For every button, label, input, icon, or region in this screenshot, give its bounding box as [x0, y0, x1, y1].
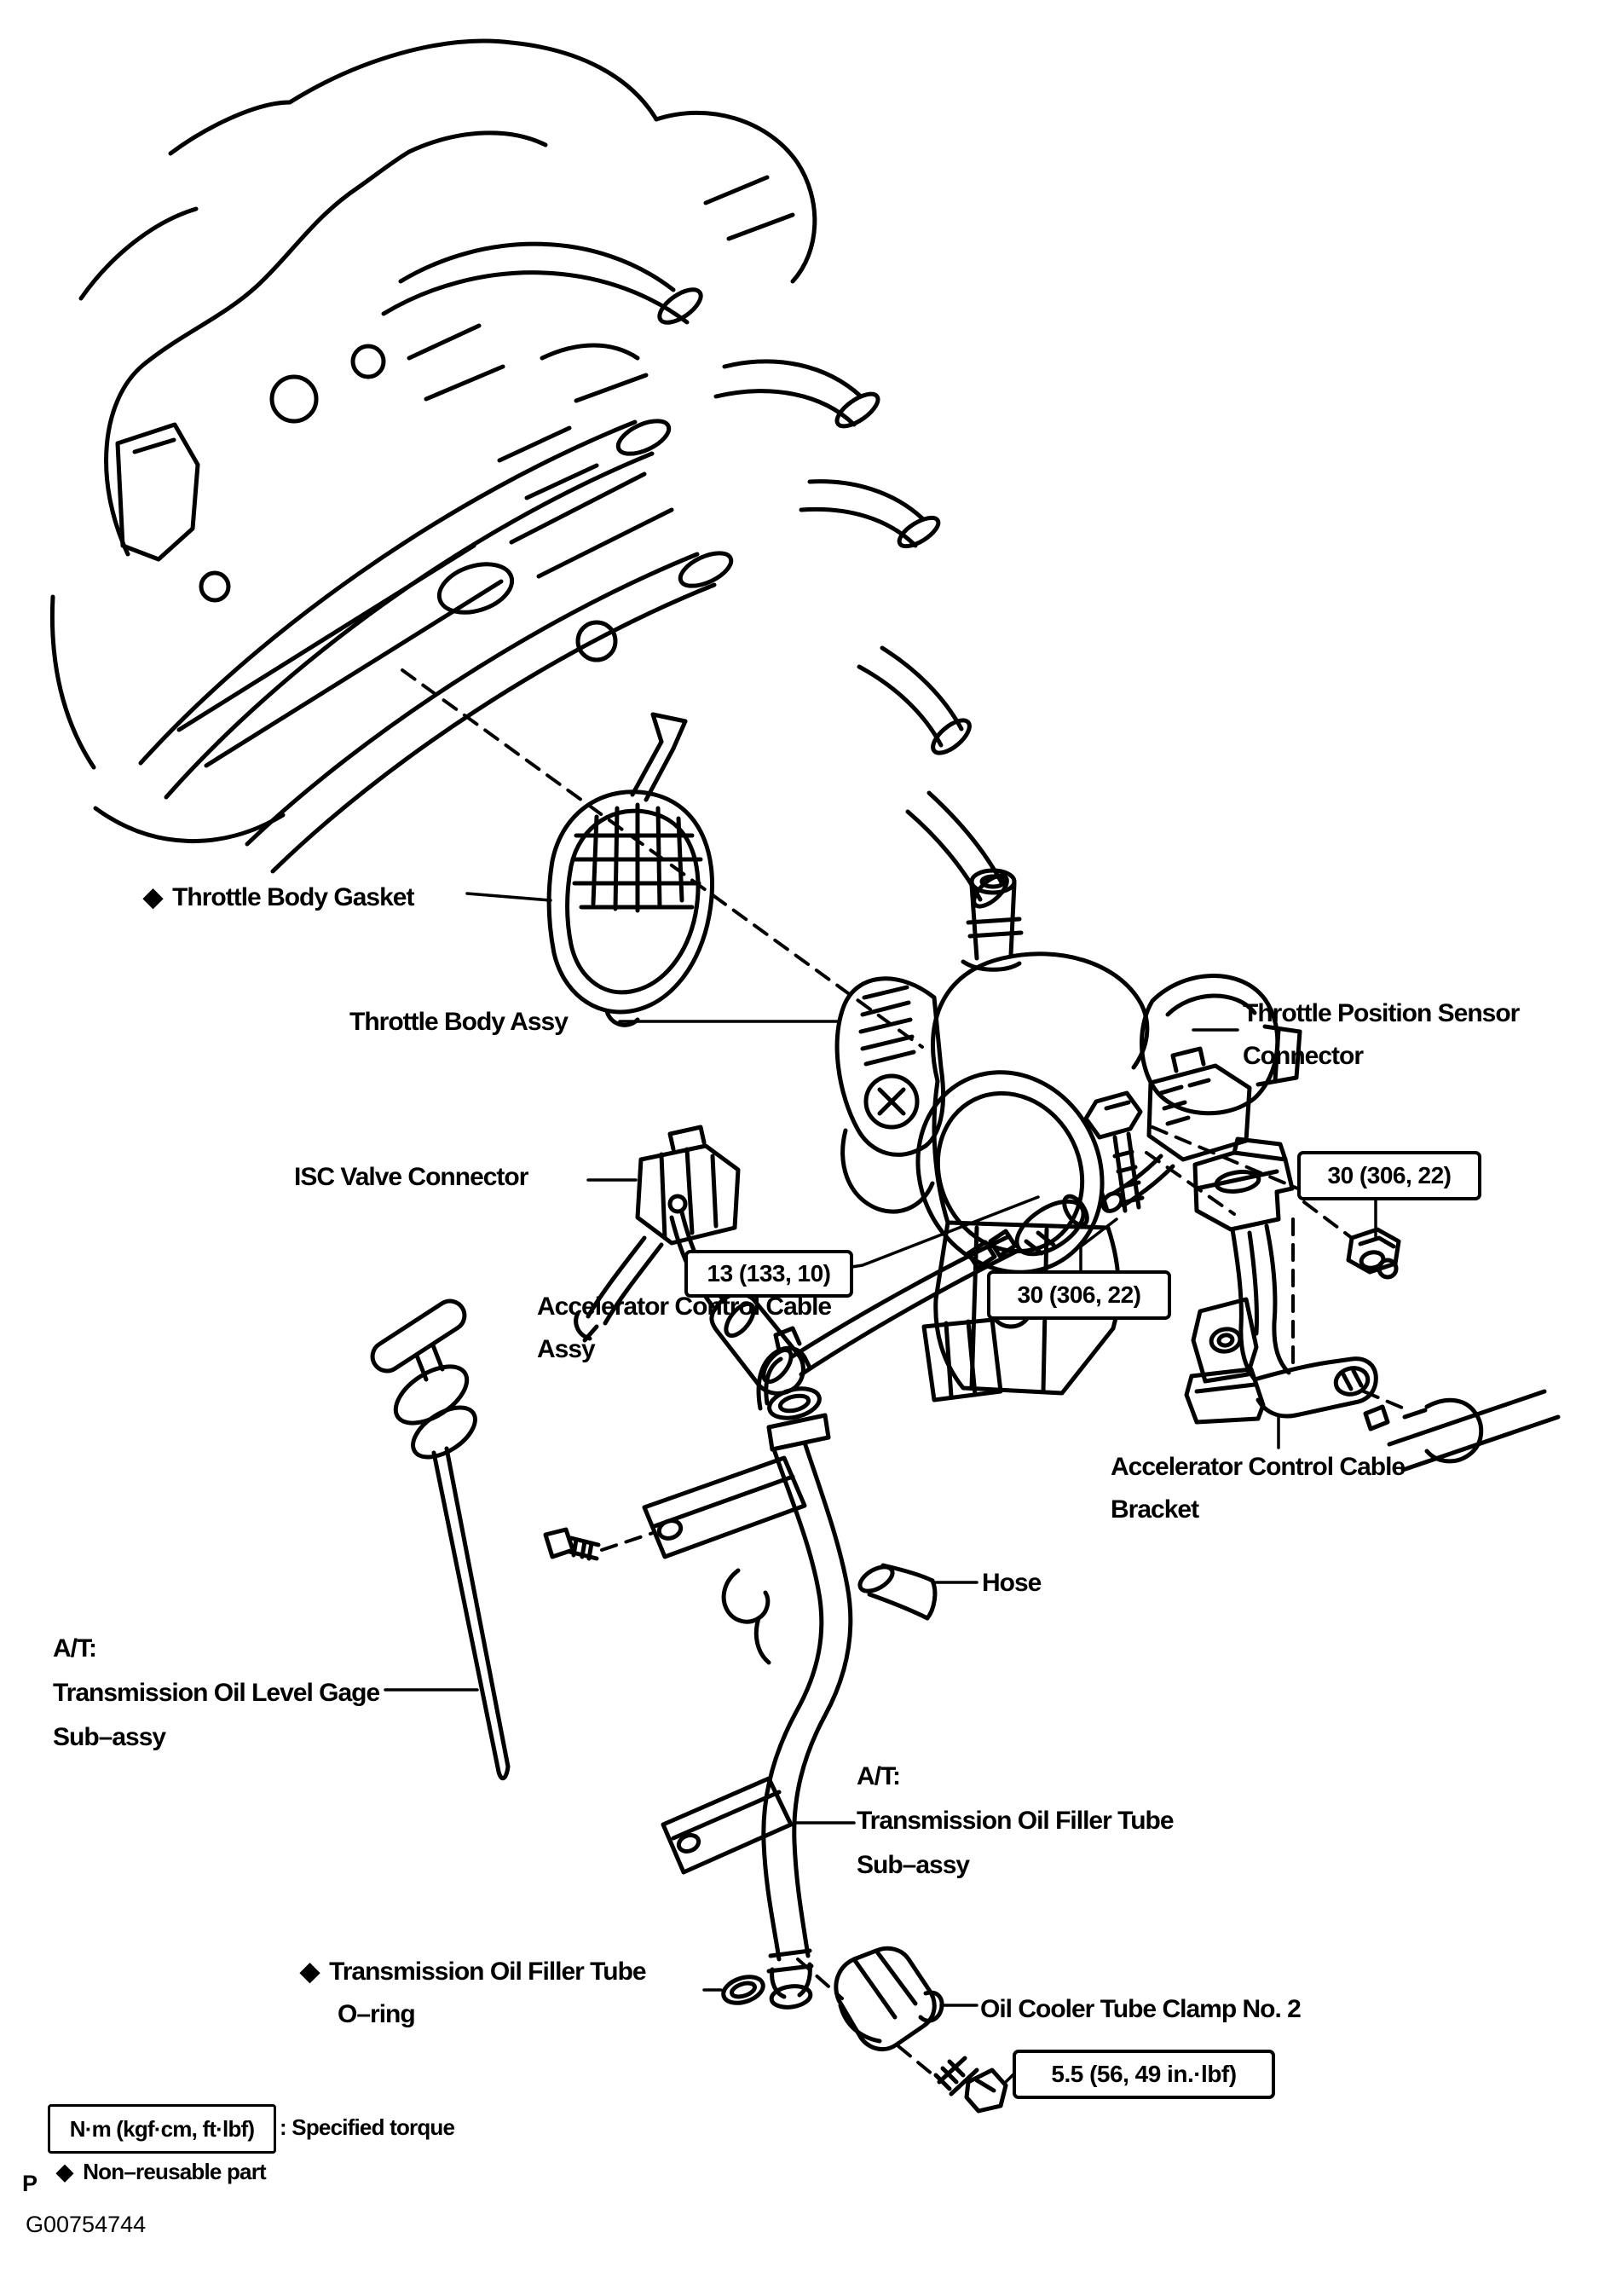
- label-text: Throttle Body Gasket: [172, 883, 414, 911]
- page-marker-text: P: [22, 2171, 38, 2196]
- non-reusable-diamond-icon: ◆: [56, 2159, 73, 2184]
- label-text-line1: Accelerator Control Cable: [1111, 1453, 1406, 1481]
- label-accelerator-cable-bracket: Accelerator Control Cable Bracket: [1111, 1446, 1406, 1531]
- label-throttle-body-assy: Throttle Body Assy: [349, 1001, 569, 1044]
- figure-code: G00754744: [26, 2212, 146, 2238]
- label-text: ISC Valve Connector: [294, 1163, 528, 1191]
- accelerator-cable-bracket-drawing: [1184, 1136, 1561, 1472]
- oil-level-gage-drawing: [370, 1298, 511, 1781]
- legend-units-text: N·m (kgf·cm, ft·lbf): [69, 2115, 255, 2142]
- label-oil-filler-tube: A/T: Transmission Oil Filler Tube Sub–as…: [857, 1755, 1175, 1888]
- non-reusable-diamond-icon: ◆: [300, 1958, 320, 1986]
- figure-code-text: G00754744: [26, 2212, 147, 2237]
- label-text-line2: Connector: [1243, 1042, 1364, 1070]
- page-marker: P: [22, 2171, 38, 2197]
- label-text-line2: O–ring: [338, 2000, 416, 2028]
- legend-torque-units-box: N·m (kgf·cm, ft·lbf): [48, 2104, 276, 2154]
- label-text-line2: Sub–assy: [857, 1851, 970, 1879]
- torque-box-bracket-nut: 30 (306, 22): [1297, 1151, 1481, 1200]
- label-oil-level-gage: A/T: Transmission Oil Level Gage Sub–ass…: [53, 1627, 380, 1760]
- label-text-line1: Transmission Oil Level Gage: [53, 1679, 380, 1707]
- label-text-line1: Transmission Oil Filler Tube: [857, 1807, 1175, 1835]
- torque-box-accel-cable: 13 (133, 10): [684, 1250, 853, 1298]
- label-hose: Hose: [982, 1562, 1042, 1605]
- torque-value: 30 (306, 22): [1017, 1281, 1142, 1308]
- label-text: Transmission Oil Filler Tube: [329, 1958, 647, 1986]
- label-text-line2: Bracket: [1111, 1495, 1199, 1524]
- torque-value: 30 (306, 22): [1327, 1162, 1452, 1188]
- oil-filler-tube-drawing: [543, 1326, 853, 2010]
- label-at-prefix: A/T:: [53, 1634, 97, 1663]
- torque-box-bracket-bolt: 30 (306, 22): [987, 1270, 1171, 1320]
- label-text-line2: Sub–assy: [53, 1723, 166, 1751]
- oring-drawing: [721, 1975, 765, 2005]
- label-oil-cooler-clamp: Oil Cooler Tube Clamp No. 2: [980, 1988, 1302, 2031]
- throttle-body-gasket-drawing: [546, 712, 714, 1027]
- torque-value: 13 (133, 10): [707, 1260, 832, 1287]
- label-text-line1: ◆ Transmission Oil Filler Tube: [300, 1951, 647, 1993]
- label-text: Throttle Body Assy: [349, 1008, 569, 1036]
- legend-non-reusable: ◆ Non–reusable part: [56, 2159, 267, 2185]
- throttle-body-assy-drawing: [834, 868, 1302, 1402]
- label-text-line2: Assy: [537, 1335, 596, 1363]
- oil-cooler-clamp-drawing: [834, 1946, 1008, 2114]
- label-tps-connector: Throttle Position Sensor Connector: [1243, 992, 1520, 1078]
- isc-connector-drawing: [574, 1125, 741, 1343]
- bracket-nut-drawing: [1346, 1227, 1401, 1280]
- legend-non-reusable-text: Non–reusable part: [83, 2159, 266, 2184]
- label-at-prefix: A/T:: [857, 1762, 901, 1790]
- legend-torque-caption: : Specified torque: [280, 2114, 455, 2141]
- label-filler-tube-oring: ◆ Transmission Oil Filler Tube O–ring: [300, 1951, 647, 2036]
- label-throttle-body-gasket: ◆ Throttle Body Gasket: [143, 876, 414, 919]
- engine-assembly-drawing: [49, 38, 1009, 909]
- label-text: Hose: [982, 1569, 1042, 1597]
- assembly-dashed-lines: [401, 668, 1410, 2080]
- legend-caption-text: : Specified torque: [280, 2114, 455, 2140]
- hose-drawing: [857, 1563, 938, 1621]
- label-text-line1: Throttle Position Sensor: [1243, 999, 1520, 1027]
- torque-box-clamp-bolt: 5.5 (56, 49 in.·lbf): [1013, 2050, 1275, 2099]
- non-reusable-diamond-icon: ◆: [143, 883, 163, 911]
- label-isc-valve-connector: ISC Valve Connector: [294, 1156, 528, 1199]
- label-accelerator-cable-assy: Accelerator Control Cable Assy: [537, 1286, 832, 1371]
- torque-value: 5.5 (56, 49 in.·lbf): [1051, 2061, 1237, 2087]
- label-text: Oil Cooler Tube Clamp No. 2: [980, 1995, 1302, 2023]
